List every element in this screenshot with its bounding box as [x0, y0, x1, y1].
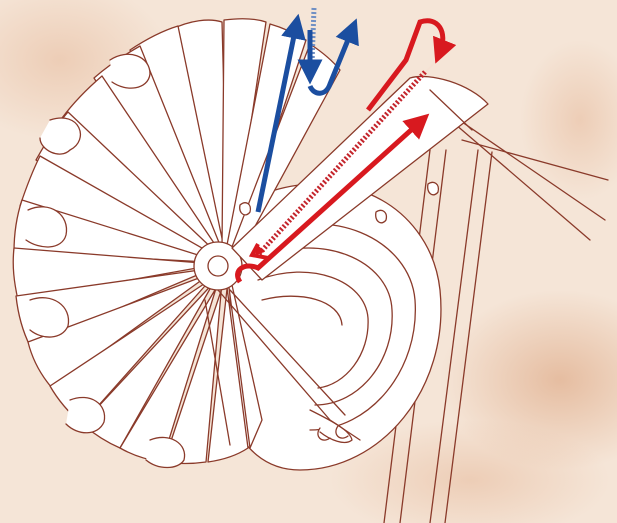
- coil-ring: [66, 397, 105, 432]
- frame-knob: [240, 203, 251, 215]
- frame-knob: [376, 210, 387, 222]
- coil-ring: [110, 54, 150, 88]
- frame-knob: [428, 182, 439, 194]
